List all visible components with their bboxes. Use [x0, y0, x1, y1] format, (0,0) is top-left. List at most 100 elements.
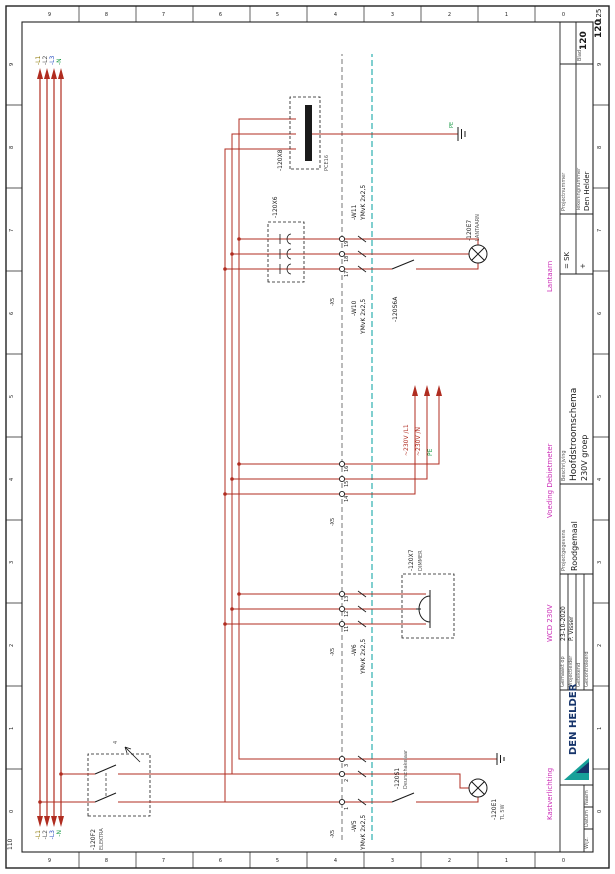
den-helder-logo-icon: [564, 758, 589, 780]
earth-symbol-kast: [496, 753, 505, 765]
field-label: Getekend: [576, 662, 582, 687]
bus-label-n-right: -N: [56, 58, 63, 65]
frame-column-number: 7: [9, 228, 15, 232]
frame-row-number: 0: [561, 11, 565, 18]
terminal-pin: 19: [344, 240, 350, 247]
terminal-pin: 14: [344, 495, 350, 502]
earth-symbol-cee: [457, 127, 466, 141]
frame-row-number: 0: [561, 857, 565, 864]
connector-120X6-symbol: [225, 221, 479, 283]
terminal-strip-label: -X5: [330, 517, 336, 526]
frame-column-number: 2: [9, 643, 15, 647]
breaker-120F2-symbol: [40, 746, 342, 817]
supply-arrow-label-pe: PE: [427, 448, 434, 456]
socket-tag: -120X7: [408, 549, 415, 571]
frame-row-number: 5: [276, 11, 280, 18]
frame-column-number: 9: [597, 62, 603, 66]
beschrijving-line1: Hoofdstroomschema: [569, 387, 579, 481]
frame-column-number: 0: [9, 809, 15, 813]
frame-column-number: 4: [597, 477, 603, 481]
frame-column-number: 4: [9, 477, 15, 481]
frame-row-number: 2: [447, 857, 451, 864]
supply-bus-lines: [37, 68, 64, 827]
frame-column-number: 0: [597, 809, 603, 813]
terminal-pin: 3: [344, 763, 350, 767]
terminal-strip-label: -X5: [330, 297, 336, 306]
page-number: 120: [594, 19, 604, 38]
socket-120X8-symbol: [289, 96, 458, 170]
frame-row-number: 9: [47, 857, 52, 864]
beschrijving-line2: 230V groep: [580, 434, 589, 481]
frame-row-number: 4: [333, 11, 337, 18]
switch-type: Deurschakelaar: [403, 749, 409, 789]
socket-type: PCE16: [324, 154, 330, 171]
breaker-type: ELEKTRA: [99, 828, 105, 850]
frame-row-number: 2: [447, 11, 451, 18]
supply-arrow-label-n: ~230V /N: [415, 426, 422, 456]
terminal-pin: 1: [344, 806, 350, 810]
cable-tag: -W5: [351, 820, 358, 832]
blad-label: Blad: [577, 49, 583, 61]
frame-row-number: 7: [162, 857, 166, 864]
frame-row-number: 3: [390, 857, 394, 864]
switch-tag: -120S1: [394, 767, 401, 789]
frame-row-number: 1: [504, 11, 508, 18]
tekeningnummer-value: Den Helder: [583, 171, 591, 211]
lamp-120E7-symbol: [468, 244, 488, 264]
frame-column-number: 5: [9, 394, 15, 398]
terminal-pin: 11: [344, 625, 350, 632]
projectgegevens-label: Projectgegevens: [561, 529, 567, 571]
terminal-pin: 18: [344, 255, 350, 262]
frame-row-number: 5: [276, 857, 280, 864]
frame-column-number: 3: [597, 560, 603, 564]
socket-type: DIMMER: [418, 550, 424, 571]
frame-row-number: 4: [333, 857, 337, 864]
frame-row-number: 8: [105, 857, 109, 864]
page-number-secondary: 125: [595, 8, 603, 22]
projectgegevens-value: Roodgemaal: [570, 521, 579, 571]
cable-tag: -W11: [351, 204, 358, 221]
terminal-pin: 12: [344, 610, 350, 617]
cable-type: YMvK 2x2,5: [360, 814, 367, 850]
frame-column-number: 1: [9, 726, 15, 730]
revision-naam-label: Naam: [584, 790, 590, 805]
tekeningnummer-label: Tekeningnummer: [576, 167, 582, 211]
terminal-strip-label: -X5: [330, 647, 336, 656]
terminal-strip-label: -X5: [330, 829, 336, 838]
bus-label-n-left: -N: [56, 830, 63, 837]
lamp-tag: -120E7: [466, 219, 473, 241]
function-label-debietmeter: Voeding Debietmeter: [546, 443, 554, 518]
socket-tag: -120X8: [277, 149, 284, 171]
lamp-type: LANTAARN: [475, 214, 481, 241]
terminal-pin: 2: [344, 778, 350, 782]
cable-type: YMvK 2x2,5: [360, 298, 367, 334]
frame-column-number: 8: [597, 145, 603, 149]
frame-row-number: 6: [219, 11, 223, 18]
frame-row-number: 7: [162, 11, 166, 18]
connector-tag: -120X6: [272, 196, 279, 218]
switch-tag: -120S6A: [392, 296, 399, 322]
terminal-pin: 17: [344, 270, 350, 277]
frame-column-number: 8: [9, 145, 15, 149]
function-label-lantaarn: Lantaarn: [546, 260, 554, 292]
structure-eq: = SK: [563, 251, 571, 269]
field-label: Gemaakt op: [560, 656, 566, 687]
revision-wijz-label: Wijz.: [584, 837, 590, 849]
frame-column-number: 3: [9, 560, 15, 564]
cable-type: YMvK 2x2,5: [360, 184, 367, 220]
logo-text: DEN HELDER: [568, 683, 579, 755]
debietmeter-supply-arrows: [225, 385, 442, 495]
frame-row-number: 1: [504, 857, 508, 864]
cable-type: YMvK 2x2,5: [360, 638, 367, 674]
frame-column-number: 7: [597, 228, 603, 232]
corner-marker-110: 110: [7, 838, 14, 850]
beschrijving-label: Beschrijving: [561, 450, 567, 481]
frame-column-number: 6: [597, 311, 603, 315]
cable-tag: -W6: [351, 644, 358, 656]
field-value: P. Visser: [568, 616, 575, 641]
function-label-kastverlichting: Kastverlichting: [546, 767, 554, 820]
frame-column-number: 6: [9, 311, 15, 315]
frame-row-number: 9: [47, 11, 52, 18]
frame-row-number: 8: [105, 11, 109, 18]
